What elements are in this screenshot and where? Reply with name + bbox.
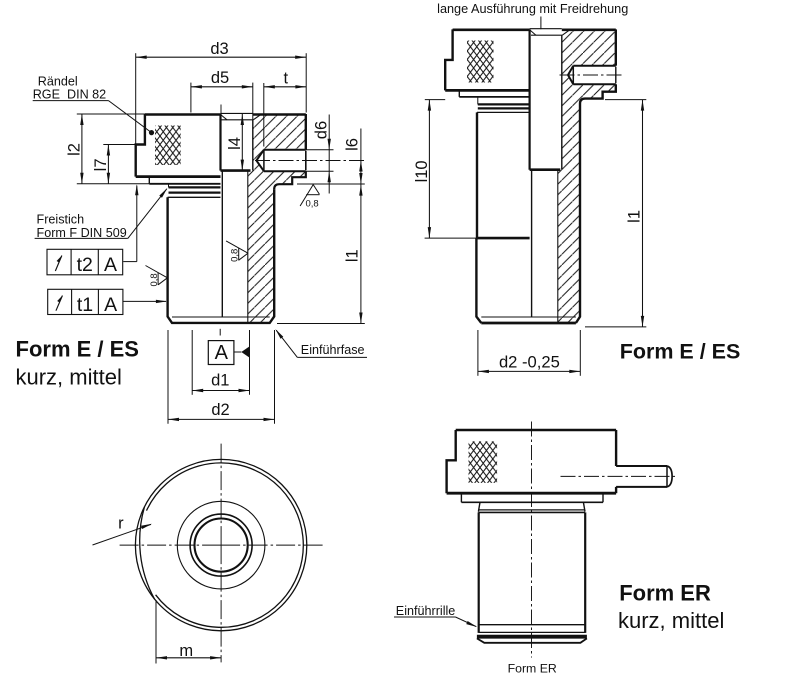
- svg-text:d2 -0,25: d2 -0,25: [499, 353, 560, 372]
- svg-text:0,8: 0,8: [149, 273, 160, 286]
- svg-text:Einführfase: Einführfase: [301, 343, 365, 357]
- svg-text:Rändel: Rändel: [38, 74, 78, 88]
- svg-text:d2: d2: [211, 401, 229, 419]
- svg-text:m: m: [179, 642, 193, 660]
- svg-text:kurz, mittel: kurz, mittel: [618, 608, 724, 633]
- svg-text:A: A: [104, 254, 117, 276]
- svg-text:Einführrille: Einführrille: [396, 604, 456, 618]
- svg-text:l4: l4: [226, 137, 244, 150]
- svg-text:t: t: [284, 70, 289, 88]
- svg-text:l1: l1: [626, 210, 644, 223]
- svg-text:RGE DIN 82: RGE DIN 82: [33, 87, 106, 101]
- svg-text:Freistich: Freistich: [37, 213, 85, 227]
- svg-text:A: A: [215, 342, 229, 364]
- svg-text:Form ER: Form ER: [619, 581, 711, 606]
- svg-text:l1: l1: [344, 249, 362, 262]
- svg-text:Form E / ES: Form E / ES: [16, 337, 139, 362]
- svg-text:A: A: [104, 294, 117, 316]
- svg-text:r: r: [118, 515, 124, 533]
- svg-text:kurz, mittel: kurz, mittel: [16, 365, 122, 390]
- svg-text:l7: l7: [92, 158, 110, 171]
- svg-text:d3: d3: [210, 40, 228, 58]
- svg-text:d6: d6: [313, 121, 331, 139]
- svg-text:0,8: 0,8: [305, 198, 318, 209]
- svg-text:0,8: 0,8: [230, 249, 241, 262]
- svg-text:l2: l2: [65, 143, 83, 156]
- svg-text:l10: l10: [413, 160, 431, 182]
- svg-text:d5: d5: [211, 69, 229, 87]
- svg-text:t2: t2: [77, 254, 93, 276]
- svg-text:t1: t1: [77, 294, 93, 316]
- svg-text:d1: d1: [211, 371, 229, 389]
- svg-text:lange Ausführung mit Freidrehu: lange Ausführung mit Freidrehung: [437, 2, 628, 16]
- svg-text:l6: l6: [344, 138, 362, 151]
- svg-text:Form E / ES: Form E / ES: [620, 340, 741, 364]
- svg-text:Form F DIN 509: Form F DIN 509: [37, 226, 127, 240]
- svg-text:Form ER: Form ER: [508, 662, 557, 676]
